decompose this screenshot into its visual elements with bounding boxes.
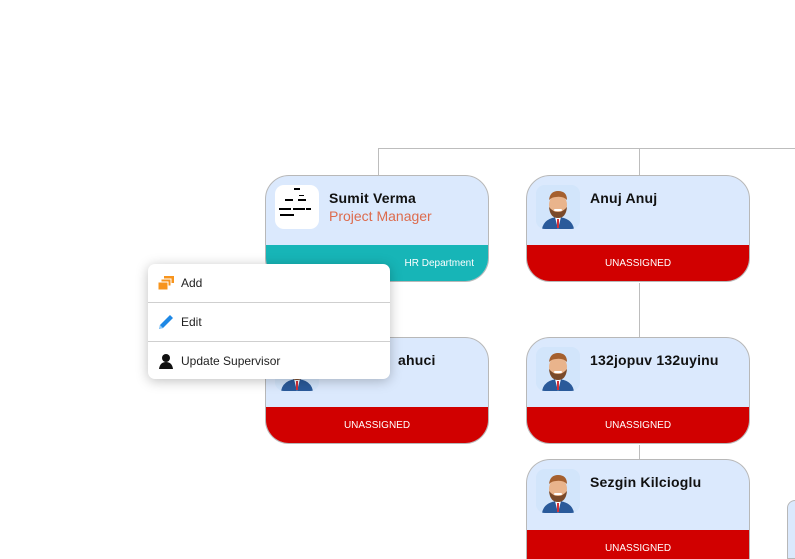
- node-department: UNASSIGNED: [266, 407, 488, 443]
- menu-item-label: Update Supervisor: [181, 354, 281, 368]
- add-layers-icon: [157, 274, 175, 292]
- connector-line: [639, 283, 640, 337]
- org-node-card[interactable]: 132jopuv 132uyinu UNASSIGNED: [526, 337, 750, 444]
- avatar: [536, 469, 580, 513]
- menu-item-label: Edit: [181, 315, 202, 329]
- menu-item-label: Add: [181, 276, 203, 290]
- pencil-icon: [157, 313, 175, 331]
- org-node-card[interactable]: Sezgin Kilcioglu UNASSIGNED: [526, 459, 750, 559]
- connector-line: [639, 445, 640, 459]
- node-department: UNASSIGNED: [527, 245, 749, 281]
- node-name: 132jopuv 132uyinu: [590, 352, 719, 368]
- connector-line: [378, 148, 795, 149]
- menu-item-add[interactable]: Add: [148, 264, 390, 303]
- node-name: Sumit Verma: [329, 190, 417, 206]
- org-node-card[interactable]: Sumit Verma Project Manager HR Departmen…: [265, 175, 489, 282]
- avatar: [536, 347, 580, 391]
- node-name: Sezgin Kilcioglu: [590, 474, 702, 490]
- node-name: ahuci: [398, 352, 436, 368]
- node-name: Anuj Anuj: [590, 190, 658, 206]
- org-node-card-partial[interactable]: [787, 500, 795, 559]
- person-icon: [157, 352, 175, 370]
- node-department: UNASSIGNED: [527, 407, 749, 443]
- context-menu: Add Edit Update Supervisor: [148, 264, 390, 379]
- org-node-card[interactable]: Anuj Anuj UNASSIGNED: [526, 175, 750, 282]
- connector-line: [378, 148, 379, 175]
- menu-item-update-supervisor[interactable]: Update Supervisor: [148, 342, 390, 380]
- connector-line: [639, 148, 640, 175]
- menu-item-edit[interactable]: Edit: [148, 303, 390, 342]
- logo-image-icon: [279, 188, 311, 216]
- node-role: Project Manager: [329, 208, 432, 224]
- node-department: UNASSIGNED: [527, 530, 749, 559]
- avatar: [275, 185, 319, 229]
- avatar: [536, 185, 580, 229]
- org-node-card[interactable]: ahuci UNASSIGNED: [265, 337, 489, 444]
